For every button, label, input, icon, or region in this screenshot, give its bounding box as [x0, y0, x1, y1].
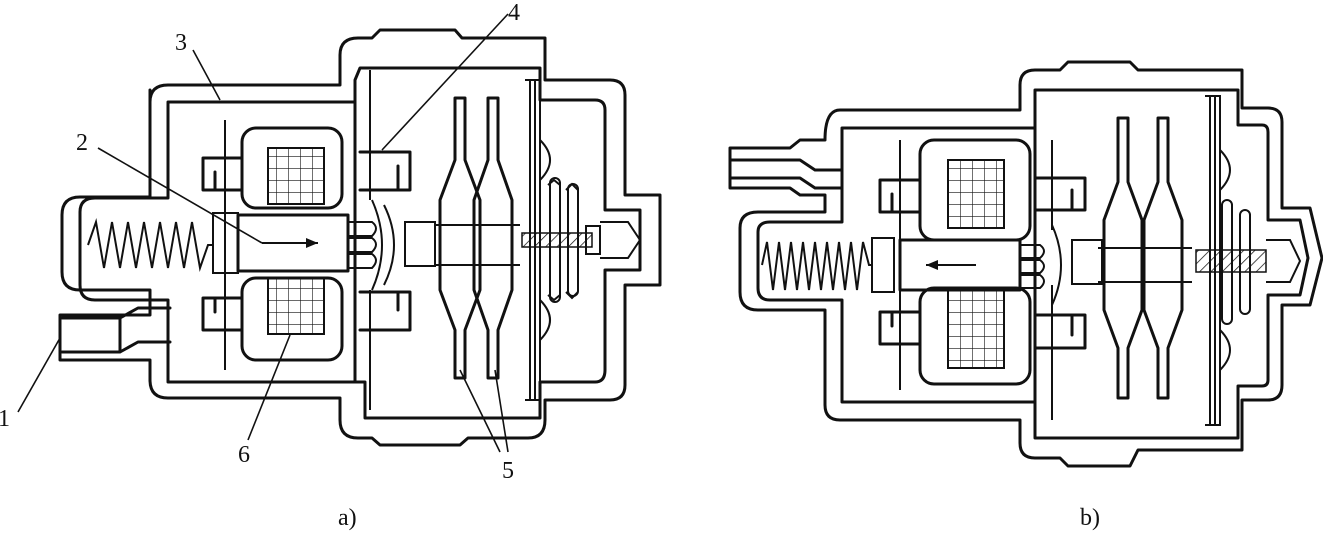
panel-a-inlet-pipe [60, 306, 172, 354]
panel-a-housing-inner [78, 66, 642, 420]
callout-1: 1 [0, 406, 10, 432]
callout-3: 3 [175, 30, 187, 56]
panel-b-spring [761, 241, 872, 291]
panel-b-friction-plates [1102, 116, 1144, 400]
panel-a-coil-winding-lower [267, 277, 325, 335]
panel-a-coil-core-upper [240, 126, 344, 210]
panel-a-spring [87, 218, 213, 272]
panel-a-housing-outer [58, 28, 662, 447]
panel-b-coil-winding-upper [947, 159, 1005, 229]
callout-6: 6 [238, 442, 250, 468]
panel-a-coil-winding-upper [267, 147, 325, 205]
panel-a-friction-plates [438, 96, 482, 380]
callout-4: 4 [508, 0, 520, 26]
panel-b-armature [898, 238, 1022, 292]
panel-b-housing-inner [756, 88, 1310, 440]
callout-5: 5 [502, 458, 514, 484]
panel-b-diagram: b) [728, 60, 1323, 531]
callout-2: 2 [76, 130, 88, 156]
panel-b-caption: b) [1080, 505, 1100, 531]
panel-b-housing-outer [728, 60, 1323, 468]
panel-b-coil-winding-lower [947, 287, 1005, 369]
panel-a-diagram: 1 2 3 4 5 6 a) [0, 0, 662, 531]
panel-a-caption: a) [338, 505, 357, 531]
